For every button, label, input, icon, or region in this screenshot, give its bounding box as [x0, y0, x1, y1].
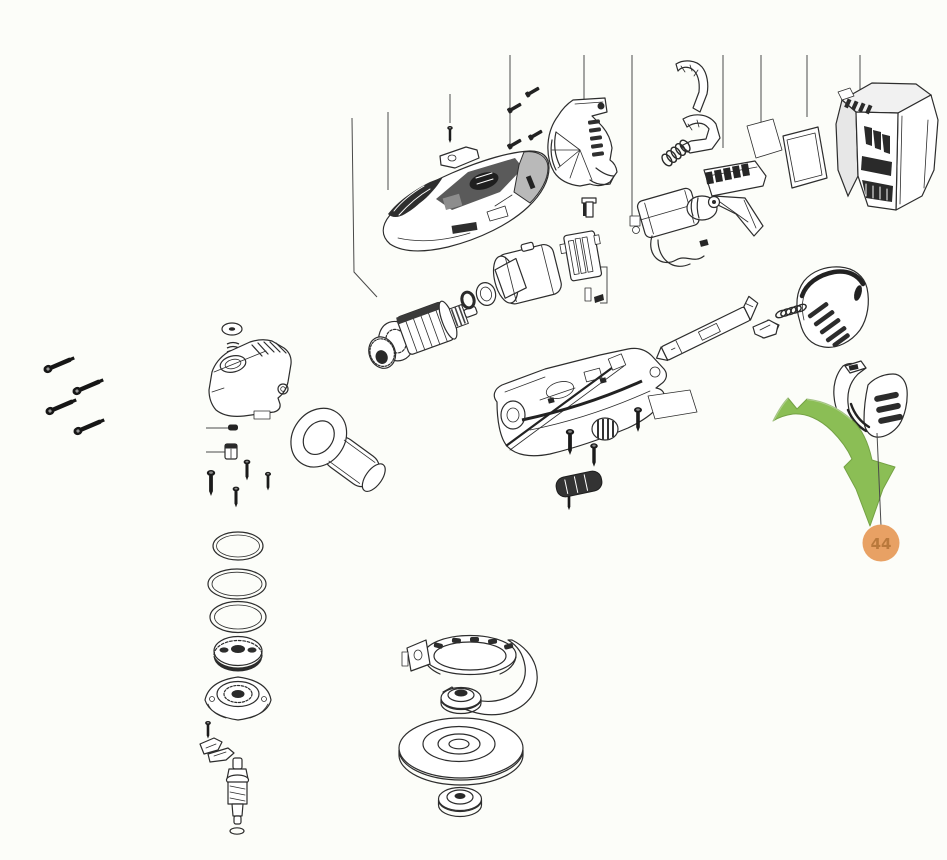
fan-baffle-part — [547, 97, 618, 187]
t-block-part — [581, 197, 597, 218]
slider-bar-part — [655, 295, 759, 362]
part-number-badge[interactable]: 44 — [862, 524, 900, 562]
cover-plate-part — [439, 146, 480, 169]
label-card-parts — [746, 118, 828, 189]
switch-assembly-part — [629, 160, 767, 267]
lever-spring — [661, 139, 691, 167]
motor-field-part — [492, 241, 562, 305]
dust-flap-part[interactable] — [833, 360, 908, 438]
flange-nut-part — [437, 786, 483, 818]
lock-clamp-parts — [199, 737, 235, 763]
brush-holder-part — [559, 230, 603, 282]
housing-bottom-part — [493, 347, 667, 457]
bottom-cover-plate — [555, 470, 603, 498]
battery-pack-part — [835, 82, 939, 211]
spindle-lock-button — [591, 417, 619, 441]
inner-flange-part — [440, 686, 482, 715]
part-number-label: 44 — [871, 535, 892, 553]
badge-leader-line — [876, 432, 882, 527]
gear-case-part — [208, 322, 292, 420]
pointer-arrow-icon — [772, 397, 896, 527]
terminal-bits — [584, 287, 604, 303]
cap-spring — [775, 303, 807, 319]
side-handle-part — [290, 407, 386, 492]
gear-case-pins — [224, 424, 238, 460]
bearing-flange-part — [204, 676, 272, 721]
crown-gear-part — [213, 635, 263, 672]
grinding-disc-part — [398, 717, 524, 786]
lock-lever-parts — [675, 60, 721, 154]
spindle-part — [225, 757, 250, 835]
motor-housing-cover-part — [382, 150, 550, 252]
armature-part — [368, 300, 478, 369]
o-ring-parts — [207, 531, 267, 634]
bearing-rings — [460, 282, 497, 310]
rear-cap-part — [796, 266, 869, 348]
wheel-guard-part — [401, 634, 538, 716]
bar-clip-part — [752, 319, 779, 339]
label-sheet-part — [647, 389, 698, 420]
